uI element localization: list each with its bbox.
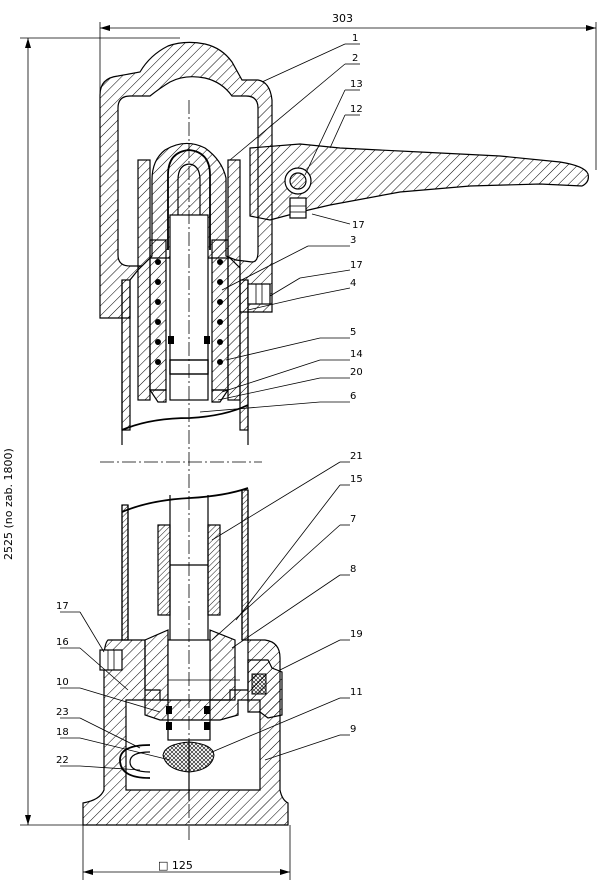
part-label: 15 [350,474,363,485]
dimension-height-label: 2525 (no zab. 1800) [2,448,15,560]
dimension-base-label: □ 125 [158,859,193,872]
part-label: 13 [350,79,363,90]
dimension-base [82,825,291,880]
part-label: 14 [350,349,363,360]
part-label: 20 [350,367,363,378]
lower-cylinder [144,629,240,741]
part-label: 19 [350,629,363,640]
head-casting [99,41,273,319]
part-label: 17 [56,601,69,612]
part-label: 12 [350,104,363,115]
lower-rod [157,495,221,640]
part-labels: 1 2 13 12 17 3 17 4 5 14 20 6 21 15 7 8 … [56,33,365,766]
part-label: 16 [56,637,69,648]
side-screw-lower [99,649,123,671]
part-label: 9 [350,724,356,735]
side-fitting [247,659,283,719]
break-line [100,404,262,513]
dimension-width-label: 303 [332,12,353,25]
part-label: 11 [350,687,363,698]
outer-pipe-upper [121,279,249,445]
side-screw-upper [247,283,271,305]
part-label: 3 [350,235,356,246]
part-label: 2 [352,53,358,64]
part-label: 7 [350,514,356,525]
part-label: 22 [56,755,69,766]
leader-lines [60,43,360,771]
pump-cylinder-upper [137,149,241,403]
part-label: 21 [350,451,363,462]
part-label: 4 [350,278,356,289]
part-label: 6 [350,391,356,402]
lever-handle [249,143,589,221]
part-label: 23 [56,707,69,718]
part-label: 18 [56,727,69,738]
part-label: 1 [352,33,358,44]
part-label: 17 [350,260,363,271]
part-label: 5 [350,327,356,338]
part-label: 10 [56,677,69,688]
part-label: 8 [350,564,356,575]
part-label: 17 [352,220,365,231]
dimension-height [20,37,180,826]
pivot-screw [289,197,307,219]
dimension-width [99,22,597,170]
